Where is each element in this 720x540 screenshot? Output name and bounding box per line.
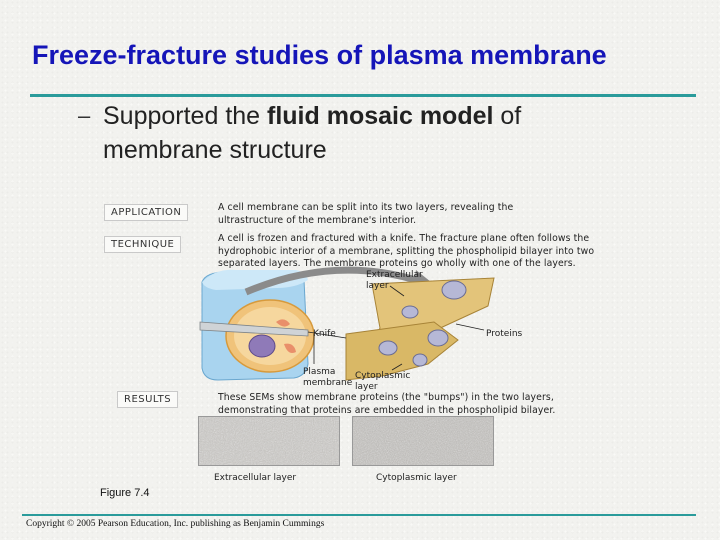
application-tag: APPLICATION (104, 204, 189, 221)
extracellular-layer-label: Extracellular layer (366, 270, 423, 291)
title-divider (30, 94, 696, 97)
cytoplasmic-leader (391, 363, 403, 371)
extracellular-leader (389, 285, 405, 297)
plasma-membrane-label: Plasma membrane (303, 367, 353, 388)
proteins-leader (455, 323, 485, 331)
technique-tag: TECHNIQUE (104, 236, 182, 253)
bullet-text-bold: fluid mosaic model (267, 102, 494, 130)
cytoplasmic-layer-label: Cytoplasmic layer (355, 371, 411, 392)
bullet-dash: – (78, 103, 91, 128)
results-tag: RESULTS (117, 391, 179, 408)
freeze-fracture-illustration (199, 266, 495, 381)
sem-extracellular-caption: Extracellular layer (214, 473, 297, 483)
bullet-text: Supported the fluid mosaic model of memb… (103, 99, 623, 167)
sem-cytoplasmic-image (352, 416, 494, 466)
technique-text: A cell is frozen and fractured with a kn… (218, 233, 595, 269)
knife-icon (199, 321, 309, 337)
bullet-text-part1: Supported the (103, 102, 268, 130)
split-membrane-layers (345, 277, 495, 381)
sem-extracellular-image (198, 416, 340, 466)
figure-number: Figure 7.4 (100, 487, 150, 499)
knife-leader (307, 331, 347, 339)
slide-title: Freeze-fracture studies of plasma membra… (32, 40, 607, 70)
copyright-text: Copyright © 2005 Pearson Education, Inc.… (26, 519, 325, 529)
footer-divider (22, 514, 696, 516)
bullet-text-part2: of membrane structure (103, 102, 522, 164)
sem-cytoplasmic-caption: Cytoplasmic layer (376, 473, 457, 483)
results-text: These SEMs show membrane proteins (the "… (218, 392, 556, 416)
knife-label: Knife (313, 329, 336, 339)
fracture-arrow (244, 266, 424, 296)
application-text: A cell membrane can be split into its tw… (218, 202, 514, 226)
proteins-label: Proteins (486, 329, 523, 339)
